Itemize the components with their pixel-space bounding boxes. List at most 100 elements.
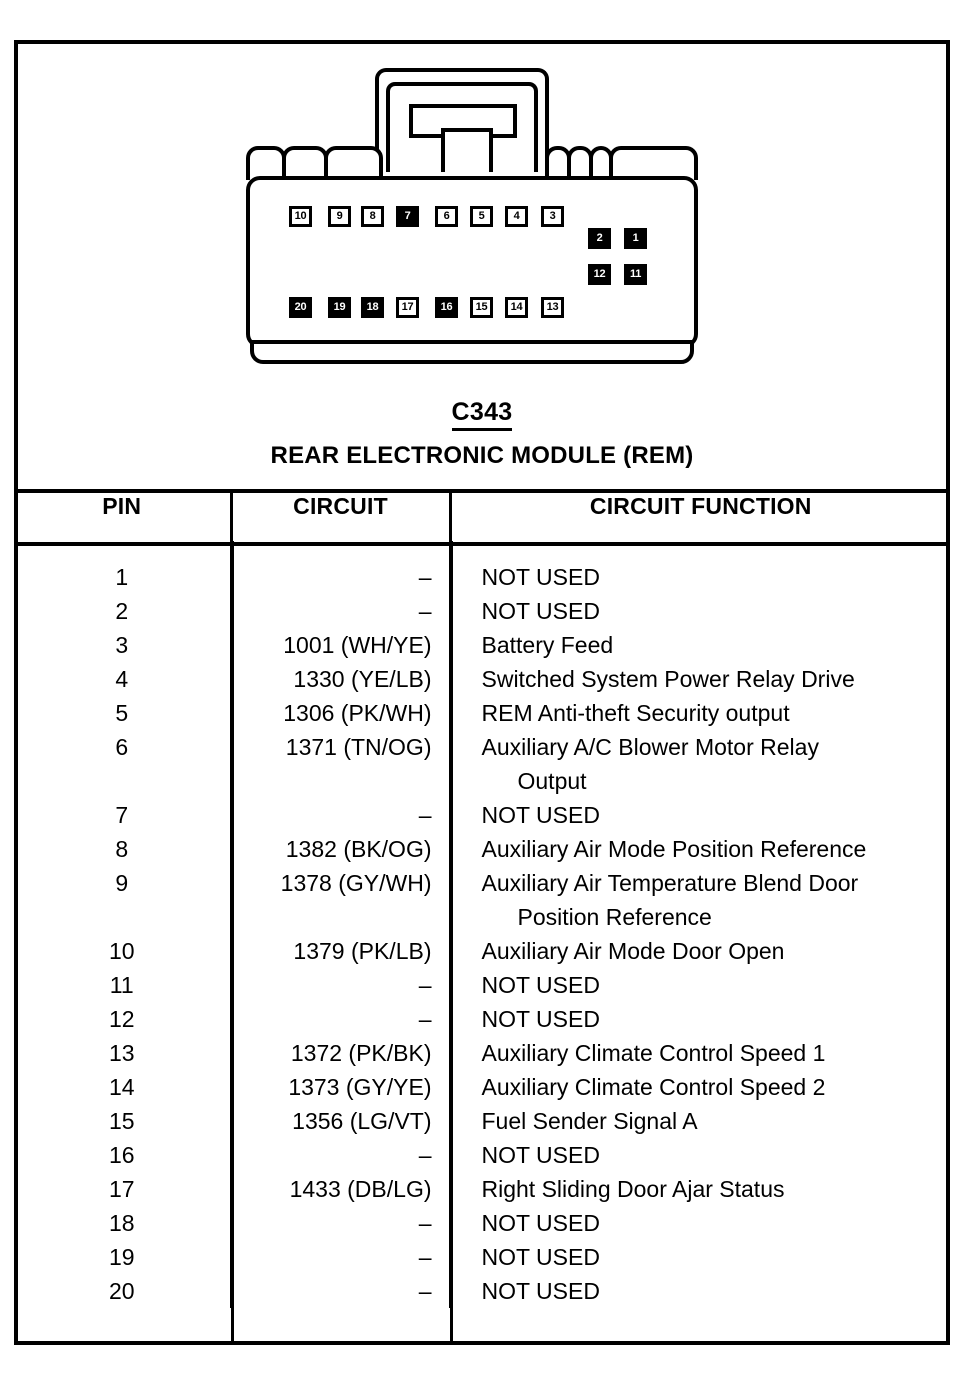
connector-code-label: C343 bbox=[451, 398, 513, 431]
cell-circuit-function: NOT USED bbox=[481, 1278, 600, 1304]
cell-pin: 3 bbox=[115, 632, 129, 658]
table-row: 11–NOT USED bbox=[14, 968, 950, 1002]
cell-circuit: – bbox=[229, 798, 452, 832]
table-row: 5 1306 (PK/WH) REM Anti-theft Security out… bbox=[14, 696, 950, 730]
pin-cavity-10[interactable]: 10 bbox=[289, 206, 312, 227]
pin-cavity-11[interactable]: 11 bbox=[624, 264, 647, 285]
table-row: 12–NOT USED bbox=[14, 1002, 950, 1036]
cell-pin: 16 bbox=[108, 1142, 135, 1168]
cell-pin: 20 bbox=[108, 1278, 135, 1304]
pin-cavity-19[interactable]: 19 bbox=[328, 297, 351, 318]
cell-circuit: 1371 (TN/OG) bbox=[229, 730, 452, 798]
cell-circuit: 1330 (YE/LB) bbox=[229, 662, 452, 696]
cell-circuit: 1382 (BK/OG) bbox=[229, 832, 452, 866]
pin-cavity-1[interactable]: 1 bbox=[624, 228, 647, 249]
cell-circuit-function: Fuel Sender Signal A bbox=[481, 1108, 698, 1134]
pin-cavity-18[interactable]: 18 bbox=[361, 297, 384, 318]
table-row: 1 – NOT USED bbox=[14, 544, 950, 594]
connector-bottom-lip bbox=[250, 340, 694, 364]
table-row: 4 1330 (YE/LB) Switched System Power Relay… bbox=[14, 662, 950, 696]
pin-cavity-14[interactable]: 14 bbox=[505, 297, 528, 318]
pin-cavity-2[interactable]: 2 bbox=[588, 228, 611, 249]
cell-pin: 4 bbox=[115, 666, 129, 692]
cell-circuit: – bbox=[229, 594, 452, 628]
pin-cavity-9[interactable]: 9 bbox=[328, 206, 351, 227]
pin-cavity-6[interactable]: 6 bbox=[435, 206, 458, 227]
cell-function-continuation: Position Reference bbox=[517, 904, 712, 930]
pinout-table-head: PIN CIRCUIT CIRCUIT FUNCTION bbox=[14, 489, 950, 546]
cell-circuit-function: Battery Feed bbox=[481, 632, 614, 658]
pin-cavity-8[interactable]: 8 bbox=[361, 206, 384, 227]
pin-cavity-13[interactable]: 13 bbox=[541, 297, 564, 318]
cell-pin: 15 bbox=[108, 1108, 135, 1134]
pin-cavity-20[interactable]: 20 bbox=[289, 297, 312, 318]
table-column-divider-left bbox=[231, 541, 234, 1345]
table-bottom-rule bbox=[14, 1341, 950, 1345]
cell-circuit-function: NOT USED bbox=[481, 564, 600, 590]
module-name-label: REAR ELECTRONIC MODULE (REM) bbox=[270, 441, 694, 469]
cell-circuit-function: Auxiliary Air Mode Door Open bbox=[481, 938, 785, 964]
connector-shoulder-right bbox=[545, 146, 698, 180]
cell-pin: 9 bbox=[115, 870, 129, 896]
column-header-pin: PIN bbox=[14, 489, 233, 546]
column-header-function: CIRCUIT FUNCTION bbox=[450, 489, 950, 546]
cell-pin: 5 bbox=[115, 700, 129, 726]
cell-function-continuation: Output bbox=[517, 768, 587, 794]
cell-circuit-function: NOT USED bbox=[481, 1142, 600, 1168]
cell-circuit: – bbox=[229, 1138, 452, 1172]
cell-pin: 1 bbox=[115, 564, 129, 590]
pin-cavity-7[interactable]: 7 bbox=[396, 206, 419, 227]
connector-caption: C343 REAR ELECTRONIC MODULE (REM) bbox=[14, 398, 950, 470]
cell-circuit-function: NOT USED bbox=[481, 802, 600, 828]
cell-circuit: – bbox=[229, 544, 452, 594]
cell-pin: 12 bbox=[108, 1006, 135, 1032]
table-header-row: PIN CIRCUIT CIRCUIT FUNCTION bbox=[14, 489, 950, 546]
pin-cavity-15[interactable]: 15 bbox=[470, 297, 493, 318]
pin-cavity-17[interactable]: 17 bbox=[396, 297, 419, 318]
cell-circuit-function: NOT USED bbox=[481, 972, 600, 998]
cell-circuit-function: REM Anti-theft Security output bbox=[481, 700, 790, 726]
connector-rib bbox=[246, 146, 286, 180]
connector-rib bbox=[545, 146, 571, 180]
pin-cavity-16[interactable]: 16 bbox=[435, 297, 458, 318]
pin-cavity-4[interactable]: 4 bbox=[505, 206, 528, 227]
cell-circuit-function: Auxiliary Climate Control Speed 1 bbox=[481, 1040, 826, 1066]
pinout-table-container: PIN CIRCUIT CIRCUIT FUNCTION 1 – NOT USED 2… bbox=[14, 489, 950, 1308]
table-row: 16 – NOT USED bbox=[14, 1138, 950, 1172]
cell-circuit: 1306 (PK/WH) bbox=[229, 696, 452, 730]
cell-circuit-function: Auxiliary Air Mode Position Reference bbox=[481, 836, 867, 862]
cell-pin: 2 bbox=[115, 598, 129, 624]
cell-circuit-function: NOT USED bbox=[481, 1210, 600, 1236]
cell-circuit: – bbox=[229, 1206, 452, 1240]
column-header-circuit: CIRCUIT bbox=[231, 489, 452, 546]
cell-circuit: 1378 (GY/WH) bbox=[229, 866, 452, 934]
cell-pin: 17 bbox=[108, 1176, 135, 1202]
pin-cavity-5[interactable]: 5 bbox=[470, 206, 493, 227]
cell-circuit: 1373 (GY/YE) bbox=[229, 1070, 452, 1104]
cell-circuit: – bbox=[229, 1002, 452, 1036]
cell-circuit-function: NOT USED bbox=[481, 1244, 600, 1270]
cell-pin: 13 bbox=[108, 1040, 135, 1066]
table-column-divider-right bbox=[450, 541, 453, 1345]
pin-cavity-12[interactable]: 12 bbox=[588, 264, 611, 285]
pin-cavity-3[interactable]: 3 bbox=[541, 206, 564, 227]
cell-pin: 11 bbox=[109, 972, 134, 998]
cell-circuit-function: Switched System Power Relay Drive bbox=[481, 666, 855, 692]
table-row: 7–NOT USED bbox=[14, 798, 950, 832]
table-row: 2–NOT USED bbox=[14, 594, 950, 628]
cell-circuit: 1356 (LG/VT) bbox=[229, 1104, 452, 1138]
connector-rib bbox=[609, 146, 698, 180]
connector-rib bbox=[282, 146, 328, 180]
connector-rib bbox=[324, 146, 383, 180]
connector-latch-notch bbox=[441, 128, 493, 172]
cell-circuit-function: Right Sliding Door Ajar Status bbox=[481, 1176, 785, 1202]
